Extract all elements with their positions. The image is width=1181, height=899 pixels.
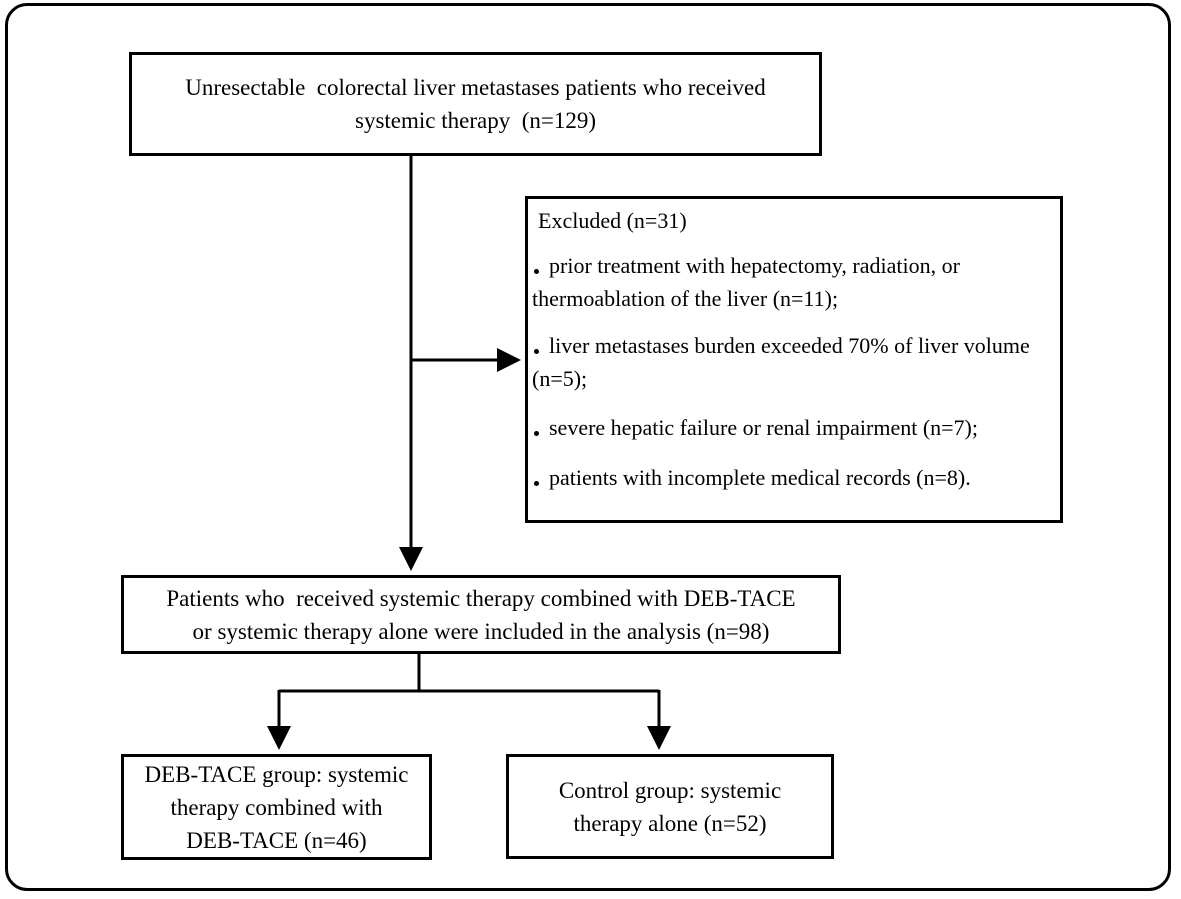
control-line1: Control group: systemic [558,777,782,803]
excluded-item: patients with incomplete medical records… [532,461,1058,494]
deb-tace-group-box: DEB-TACE group: systemic therapy combine… [121,754,432,860]
excluded-title: Excluded (n=31) [538,208,687,233]
control-group-box: Control group: systemic therapy alone (n… [506,754,834,859]
bullet-icon [534,349,539,355]
initial-population-box: Unresectable colorectal liver metastases… [129,52,822,156]
excluded-item: prior treatment with hepatectomy, radiat… [532,253,960,311]
initial-population-line1: Unresectable colorectal liver metastases… [185,75,766,100]
control-line2: therapy alone (n=52) [573,810,767,836]
included-analysis-box: Patients who received systemic therapy c… [121,575,841,654]
excluded-box: Excluded (n=31) prior treatment with hep… [525,196,1063,523]
included-analysis-line1: Patients who received systemic therapy c… [166,585,796,611]
deb-tace-line3: DEB-TACE (n=46) [186,827,367,853]
excluded-item: liver metastases burden exceeded 70% of … [532,333,1030,391]
figure-frame [5,3,1171,891]
included-analysis-line2: or systemic therapy alone were included … [192,618,770,644]
excluded-item: severe hepatic failure or renal impairme… [532,411,1058,444]
bullet-icon [534,431,539,437]
deb-tace-line1: DEB-TACE group: systemic [144,761,409,787]
deb-tace-line2: therapy combined with [170,794,383,820]
bullet-icon [534,481,539,487]
initial-population-line2: systemic therapy (n=129) [355,108,596,133]
bullet-icon [534,269,539,275]
